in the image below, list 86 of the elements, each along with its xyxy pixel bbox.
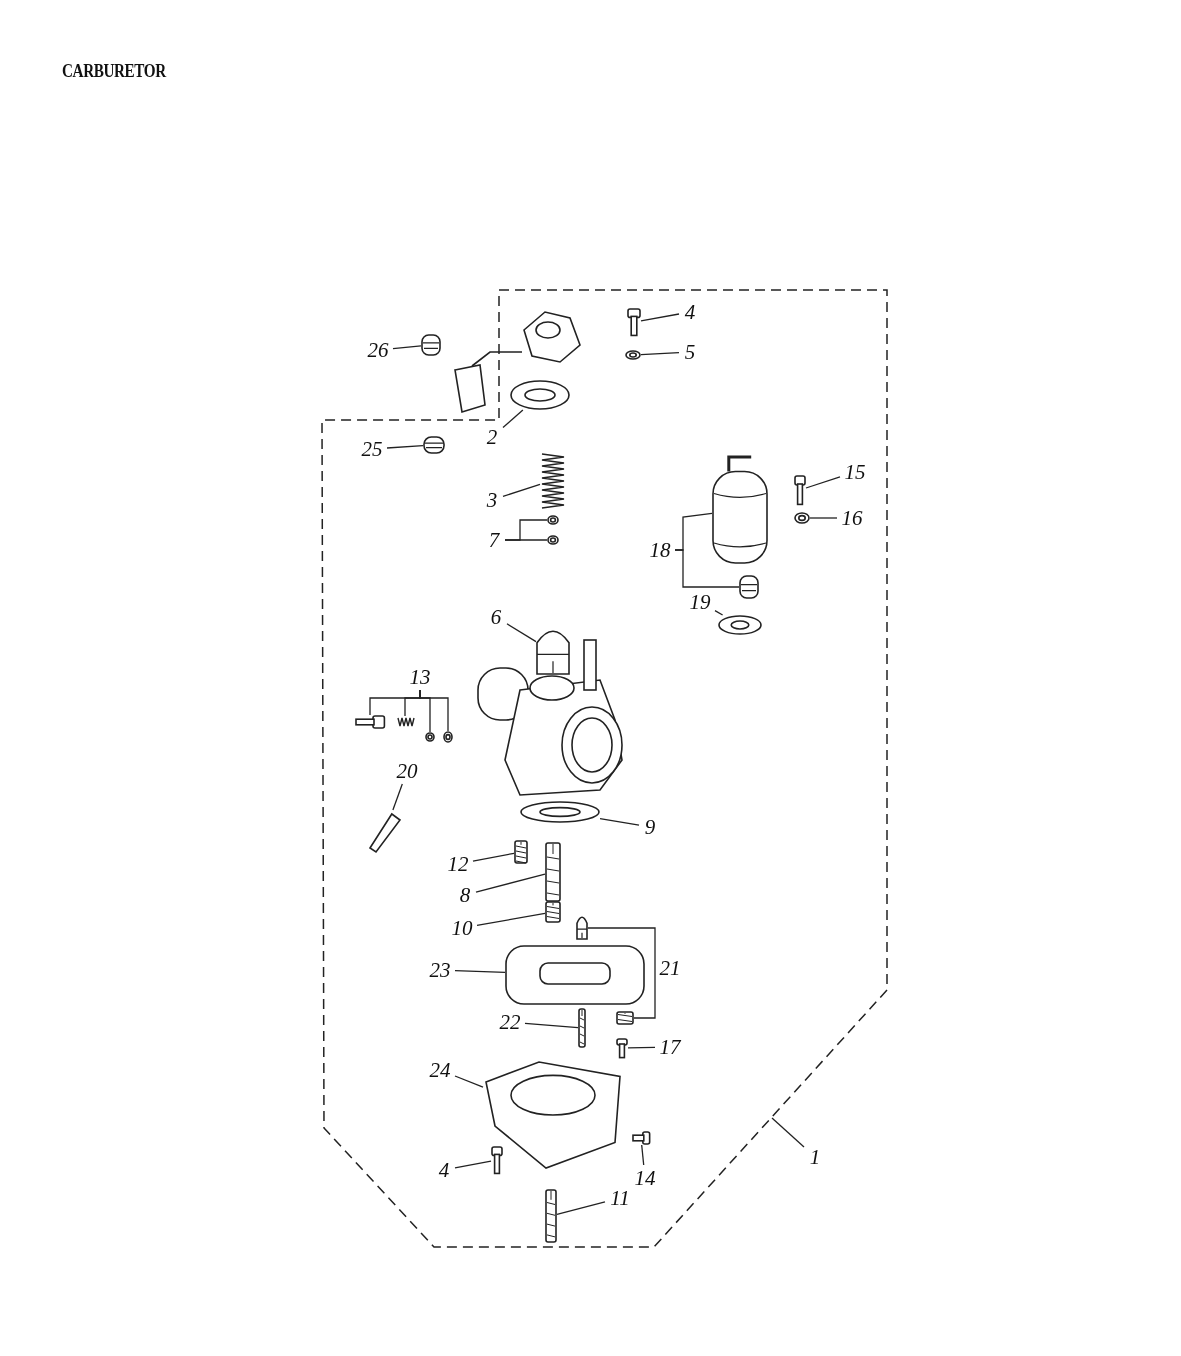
callout-number: 1 [804,1144,826,1170]
leader-line [454,1160,492,1169]
callout-number: 15 [840,459,870,485]
screw-drawing [491,1146,503,1174]
callout-number: 25 [357,436,387,462]
clip-drawing [616,1011,634,1025]
leader-line [640,351,680,356]
leader-line [502,409,524,429]
callout-number: 8 [454,882,476,908]
clip-drawing [547,535,559,545]
leader-line [392,345,422,350]
leader-line [419,689,449,732]
spring-drawing [540,452,566,508]
callout-number: 20 [392,758,422,784]
leader-line [587,927,656,969]
callout-number: 2 [481,424,503,450]
callout-number: 17 [655,1034,685,1060]
callout-number: 16 [837,505,867,531]
needle-valve-drawing [576,916,588,940]
washer-drawing [425,732,435,742]
cap-drawing [421,334,441,356]
callout-number: 12 [443,851,473,877]
jet-drawing [545,842,561,902]
leader-line [524,1022,579,1029]
float-chamber-drawing [483,1060,623,1170]
screw-drawing [355,715,385,729]
o-ring-drawing [718,615,762,635]
washer-drawing [547,515,559,525]
leader-line [627,1046,656,1049]
leader-line [633,967,656,1019]
leader-line [641,1144,645,1166]
callout-number: 13 [405,664,435,690]
callout-number: 7 [483,527,505,553]
leader-line [504,539,548,541]
leader-line [599,818,640,826]
o-ring-drawing [443,731,453,743]
screw-drawing [632,1131,650,1145]
leader-line [502,483,541,498]
leader-line [454,1075,484,1088]
boot-drawing [423,436,445,454]
screw-drawing [627,308,641,336]
callout-number: 23 [425,957,455,983]
callout-number: 26 [363,337,393,363]
callout-number: 21 [655,955,685,981]
callout-number: 3 [481,487,503,513]
hose-drawing [545,1189,557,1243]
callout-number: 10 [447,915,477,941]
heading: CARBURETOR [62,60,166,82]
jet-drawing [545,901,561,923]
leader-line [392,783,403,811]
pin-drawing [578,1008,586,1048]
screw-drawing [794,475,806,505]
leader-line [472,852,515,862]
washer-drawing [625,350,641,360]
choke-drawing [712,455,768,565]
leader-line [805,476,841,489]
callout-number: 24 [425,1057,455,1083]
leader-line [386,445,424,449]
leader-line [556,1201,606,1216]
leader-line [674,549,740,588]
callout-number: 19 [685,589,715,615]
callout-number: 9 [639,814,661,840]
throttle-valve-drawing [536,629,570,675]
callout-number: 5 [679,339,701,365]
spring-drawing [396,716,414,728]
leader-line [476,912,546,927]
callout-number: 6 [485,604,507,630]
callout-number: 18 [645,537,675,563]
leader-line [809,517,838,519]
callout-number: 4 [433,1157,455,1183]
leader-line [506,623,537,643]
leader-line [475,873,546,893]
leader-line [454,969,506,974]
jet-drawing [514,840,528,864]
leader-line [640,313,680,322]
gasket-drawing [520,801,600,823]
leader-line [714,609,724,616]
screw-drawing [616,1038,628,1058]
gasket-drawing [510,380,570,410]
callout-number: 22 [495,1009,525,1035]
plunger-drawing [739,575,759,599]
callout-number: 4 [679,299,701,325]
washer-drawing [794,512,810,524]
screw-drawing [368,810,402,854]
leader-line [771,1117,805,1148]
float-drawing [505,945,645,1005]
